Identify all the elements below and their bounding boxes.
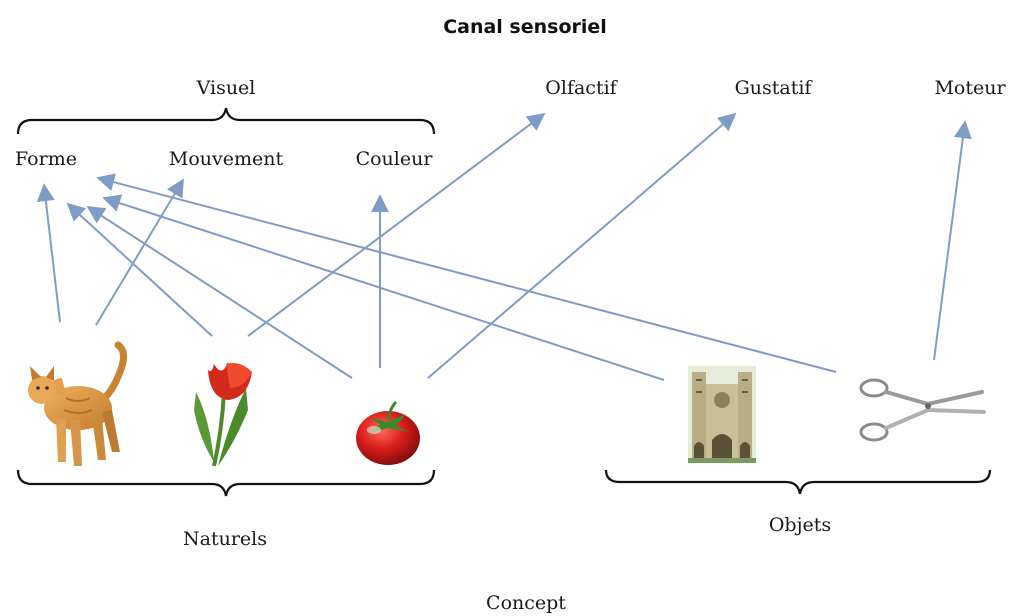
connection-arrows xyxy=(36,112,972,381)
scissors-icon xyxy=(859,378,986,442)
channel-olfactif: Olfactif xyxy=(545,77,618,99)
channel-mouvement: Mouvement xyxy=(169,148,284,170)
channel-moteur: Moteur xyxy=(934,77,1006,99)
cat-icon xyxy=(28,341,127,466)
arrow-tulip-olfactif xyxy=(247,112,546,337)
natural-brace xyxy=(16,469,436,497)
channel-couleur: Couleur xyxy=(356,148,434,170)
group-label-objects: Objets xyxy=(769,514,831,536)
tomato-icon xyxy=(356,400,420,465)
cathedral-icon xyxy=(688,366,756,463)
visual-brace xyxy=(16,107,436,135)
arrow-tomato-gustatif xyxy=(427,112,737,379)
arrow-cat-forme xyxy=(36,183,61,323)
group-label-visual: Visuel xyxy=(196,77,256,99)
arrow-tulip-forme xyxy=(66,202,213,337)
arrow-cat-mouvement xyxy=(95,178,184,326)
arrow-scissors-forme xyxy=(96,173,837,373)
arrow-cathedral-forme xyxy=(102,194,665,381)
channel-forme: Forme xyxy=(15,148,77,170)
diagram-title: Canal sensoriel xyxy=(443,16,607,38)
group-label-natural: Naturels xyxy=(183,528,267,550)
arrow-tomato-forme xyxy=(86,206,353,379)
objects-brace xyxy=(604,469,992,495)
arrow-scissors-moteur xyxy=(933,120,972,361)
concept-label: Concept xyxy=(486,592,566,614)
tulip-icon xyxy=(194,362,252,467)
channel-gustatif: Gustatif xyxy=(735,77,814,99)
